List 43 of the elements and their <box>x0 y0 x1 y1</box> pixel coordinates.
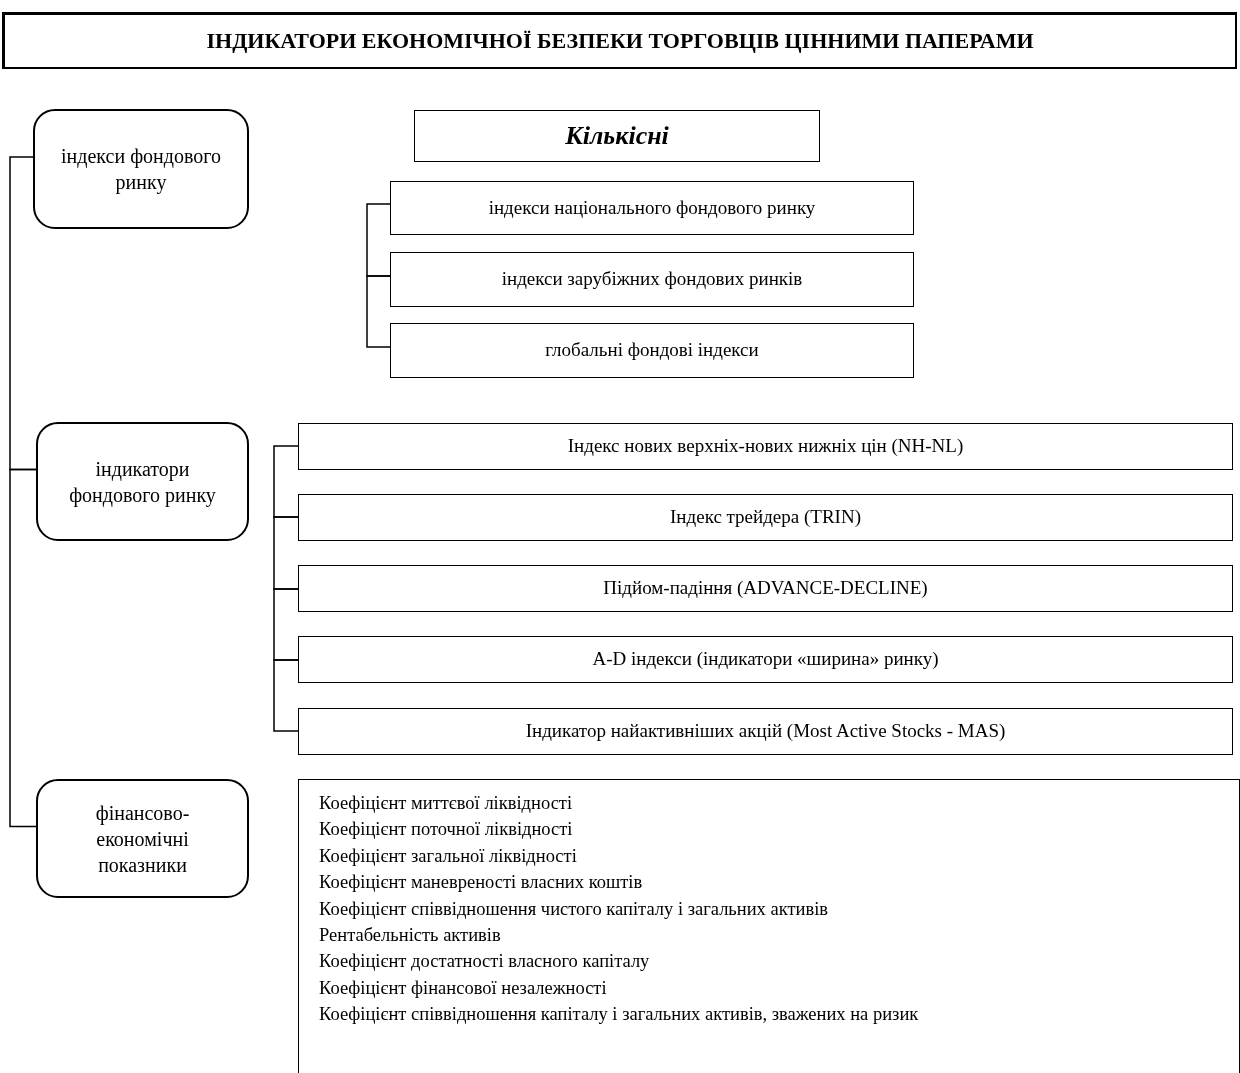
list-item: Коефіцієнт загальної ліквідності <box>319 844 577 868</box>
box-label: індекси фондового ринку <box>60 144 222 195</box>
connector-line <box>273 445 299 518</box>
indicator-list-box <box>298 779 1240 1073</box>
box-label: Кількісні <box>565 120 669 152</box>
indicator-box <box>298 494 1233 541</box>
connector-line <box>273 516 299 590</box>
list-item: Коефіцієнт поточної ліквідності <box>319 818 573 842</box>
indicator-box <box>298 423 1233 470</box>
category-box <box>33 109 249 229</box>
indicator-box <box>390 252 914 307</box>
box-label: Підйом-падіння (ADVANCE-DECLINE) <box>603 577 928 600</box>
list-item: Коефіцієнт маневреності власних коштів <box>319 871 643 895</box>
box-label: Індекс трейдера (TRIN) <box>670 506 861 529</box>
list-item: Коефіцієнт співвідношення чистого капіталу і загальних активів <box>319 897 829 921</box>
box-label: A-D індекси (індикатори «ширина» ринку) <box>592 648 939 671</box>
indicator-box <box>390 323 914 378</box>
indicator-box <box>298 636 1233 683</box>
category-box <box>36 779 249 898</box>
box-label: індекси національного фондового ринку <box>488 196 816 220</box>
connector-line <box>273 659 299 732</box>
connector-line <box>366 275 391 348</box>
box-label: індекси зарубіжних фондових ринків <box>501 268 803 291</box>
box-label: Індикатор найактивніших акцій (Most Active Stocks - MAS) <box>525 720 1006 743</box>
title-box <box>2 12 1237 69</box>
list-item: Коефіцієнт співвідношення капіталу і загальних активів, зважених на ризик <box>319 1003 919 1027</box>
list-item: Коефіцієнт достатності власного капіталу <box>319 950 650 974</box>
list-item: Рентабельність активів <box>319 924 501 948</box>
heading-box <box>414 110 820 162</box>
box-label: індикатори фондового ринку <box>68 456 217 508</box>
list-item: Коефіцієнт фінансової незалежності <box>319 976 607 1000</box>
indicator-box <box>298 565 1233 612</box>
box-label: фінансово-економічні показники <box>94 800 191 878</box>
category-box <box>36 422 249 541</box>
list-item: Коефіцієнт миттєвої ліквідності <box>319 792 573 815</box>
box-label: Індекс нових верхніх-нових нижніх цін (NH-NL) <box>567 435 964 458</box>
indicator-box <box>390 181 914 235</box>
indicator-box <box>298 708 1233 755</box>
connector-line <box>366 203 391 277</box>
title: ІНДИКАТОРИ ЕКОНОМІЧНОЇ БЕЗПЕКИ ТОРГОВЦІВ ЦІННИМИ ПАПЕРАМИ <box>206 27 1034 55</box>
box-label: глобальні фондові індекси <box>545 339 759 362</box>
connector-line <box>273 588 299 661</box>
connector-line <box>9 468 37 828</box>
